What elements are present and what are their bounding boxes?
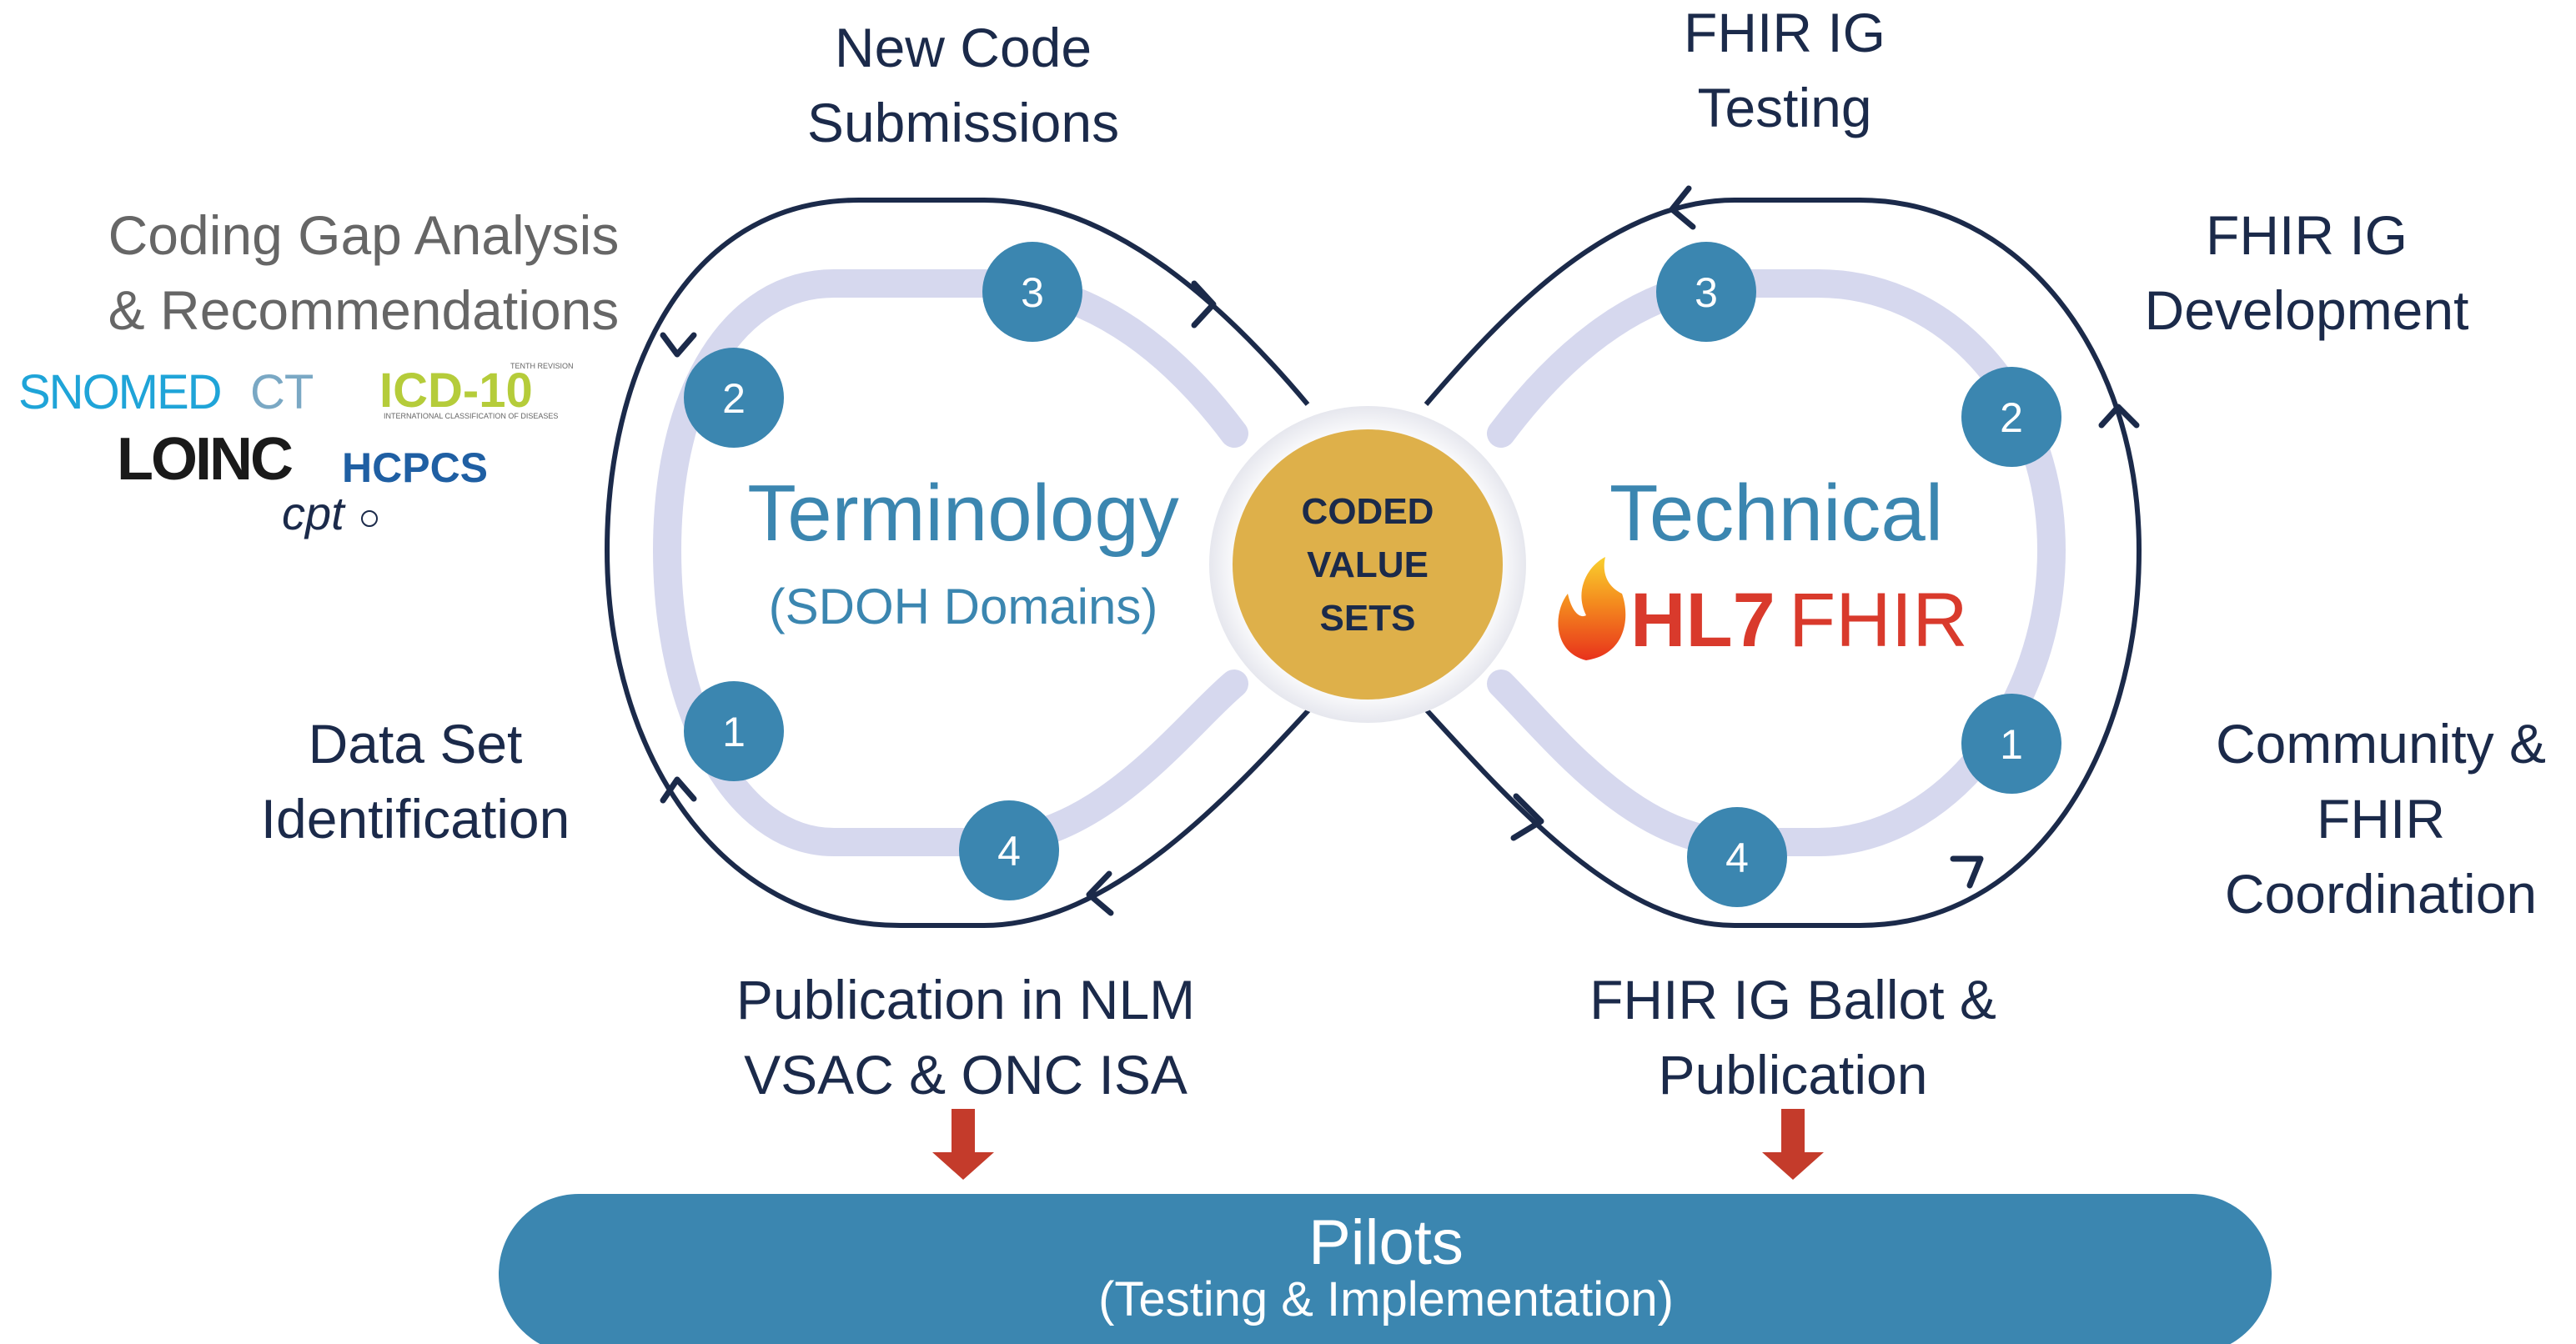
red-down-arrows <box>932 1109 1824 1180</box>
tech-step4-label-line1: FHIR IG Ballot & <box>1589 969 1996 1031</box>
tech-step-2-circle <box>1961 367 2061 467</box>
tech-step-3-number: 3 <box>1695 269 1718 316</box>
flame-icon <box>1558 557 1626 660</box>
tech-step-1-number: 1 <box>2000 721 2023 768</box>
snomed-logo-text-a: SNOMED <box>18 365 221 419</box>
arrowhead-left-lower <box>660 776 697 804</box>
arrowhead-left-upper <box>660 332 697 358</box>
tech-step1-label-line3: Coordination <box>2225 863 2537 925</box>
tech-step-3-circle <box>1656 242 1756 342</box>
arrowhead-right-upper <box>2098 404 2140 429</box>
technical-title: Technical <box>1609 469 1943 558</box>
term-step4-label-line1: Publication in NLM <box>736 969 1195 1031</box>
icd10-top-small: TENTH REVISION <box>510 362 574 370</box>
tech-step3-label-line2: Testing <box>1697 77 1871 138</box>
hl7-logo-text: HL7 <box>1630 578 1775 663</box>
term-step-1-number: 1 <box>722 709 746 755</box>
center-line-3: SETS <box>1320 598 1416 639</box>
tech-step-2-number: 2 <box>2000 394 2023 441</box>
terminology-title: Terminology <box>747 469 1179 558</box>
coded-value-sets-circle <box>1233 429 1503 700</box>
term-step1-label-line1: Data Set <box>309 713 523 775</box>
tech-step2-label-line1: FHIR IG <box>2206 204 2408 266</box>
pilots-bar <box>499 1194 2272 1344</box>
arrowhead-right-top <box>1669 185 1696 230</box>
arrowhead-right-bottom <box>1510 793 1544 841</box>
terminology-subtitle: (SDOH Domains) <box>769 579 1158 634</box>
tech-step-1-circle <box>1961 694 2061 794</box>
arrowhead-left-bottom <box>1086 870 1114 916</box>
term-step2-label-line2: & Recommendations <box>108 279 620 341</box>
technical-steps: 1 2 3 4 <box>1656 242 2061 907</box>
term-step1-label-line2: Identification <box>261 788 570 850</box>
loinc-logo-text: LOINC <box>117 426 293 493</box>
registered-mark-icon <box>361 510 378 527</box>
term-step-3-circle <box>982 242 1082 342</box>
term-step3-label-line2: Submissions <box>807 92 1119 153</box>
loop-arrowheads <box>660 185 2140 916</box>
term-step-1-circle <box>684 681 784 781</box>
pilots-title: Pilots <box>1308 1207 1464 1278</box>
tech-step-4-number: 4 <box>1725 835 1749 881</box>
down-arrow-right <box>1762 1109 1824 1180</box>
term-step-4-number: 4 <box>997 828 1021 875</box>
snomed-logo-text-b: CT <box>250 365 314 419</box>
tech-step4-label-line2: Publication <box>1659 1044 1928 1106</box>
term-step2-label-line1: Coding Gap Analysis <box>108 204 620 266</box>
tech-step3-label-line1: FHIR IG <box>1684 2 1886 63</box>
code-system-logos: SNOMED CT TENTH REVISION ICD-10 INTERNAT… <box>18 362 574 539</box>
icd10-logo-text: ICD-10 <box>379 364 533 418</box>
hcpcs-logo-text: HCPCS <box>342 444 488 491</box>
term-step4-label-line2: VSAC & ONC ISA <box>744 1044 1188 1106</box>
tech-step2-label-line2: Development <box>2145 279 2469 341</box>
icd10-bottom-small: INTERNATIONAL CLASSIFICATION OF DISEASES <box>384 412 558 420</box>
term-step3-label-line1: New Code <box>835 17 1092 78</box>
fhir-logo-text: FHIR <box>1789 578 1968 663</box>
pilots-subtitle: (Testing & Implementation) <box>1098 1272 1674 1326</box>
term-step-2-number: 2 <box>722 375 746 422</box>
tech-step-4-circle <box>1687 807 1787 907</box>
cpt-logo-text: cpt <box>282 487 346 539</box>
outer-loop <box>604 198 2142 928</box>
term-step-4-circle <box>959 800 1059 900</box>
arrowhead-left-top <box>1191 280 1217 328</box>
term-step-3-number: 3 <box>1021 269 1044 316</box>
tech-step1-label-line2: FHIR <box>2317 788 2445 850</box>
hl7-fhir-logo: HL7 FHIR <box>1558 557 1968 663</box>
center-line-2: VALUE <box>1307 544 1429 585</box>
down-arrow-left <box>932 1109 994 1180</box>
term-step-2-circle <box>684 348 784 448</box>
arrowhead-right-lower <box>1950 855 1984 889</box>
tech-step1-label-line1: Community & <box>2216 713 2546 775</box>
terminology-steps: 1 2 3 4 <box>684 242 1082 900</box>
center-line-1: CODED <box>1302 491 1434 532</box>
